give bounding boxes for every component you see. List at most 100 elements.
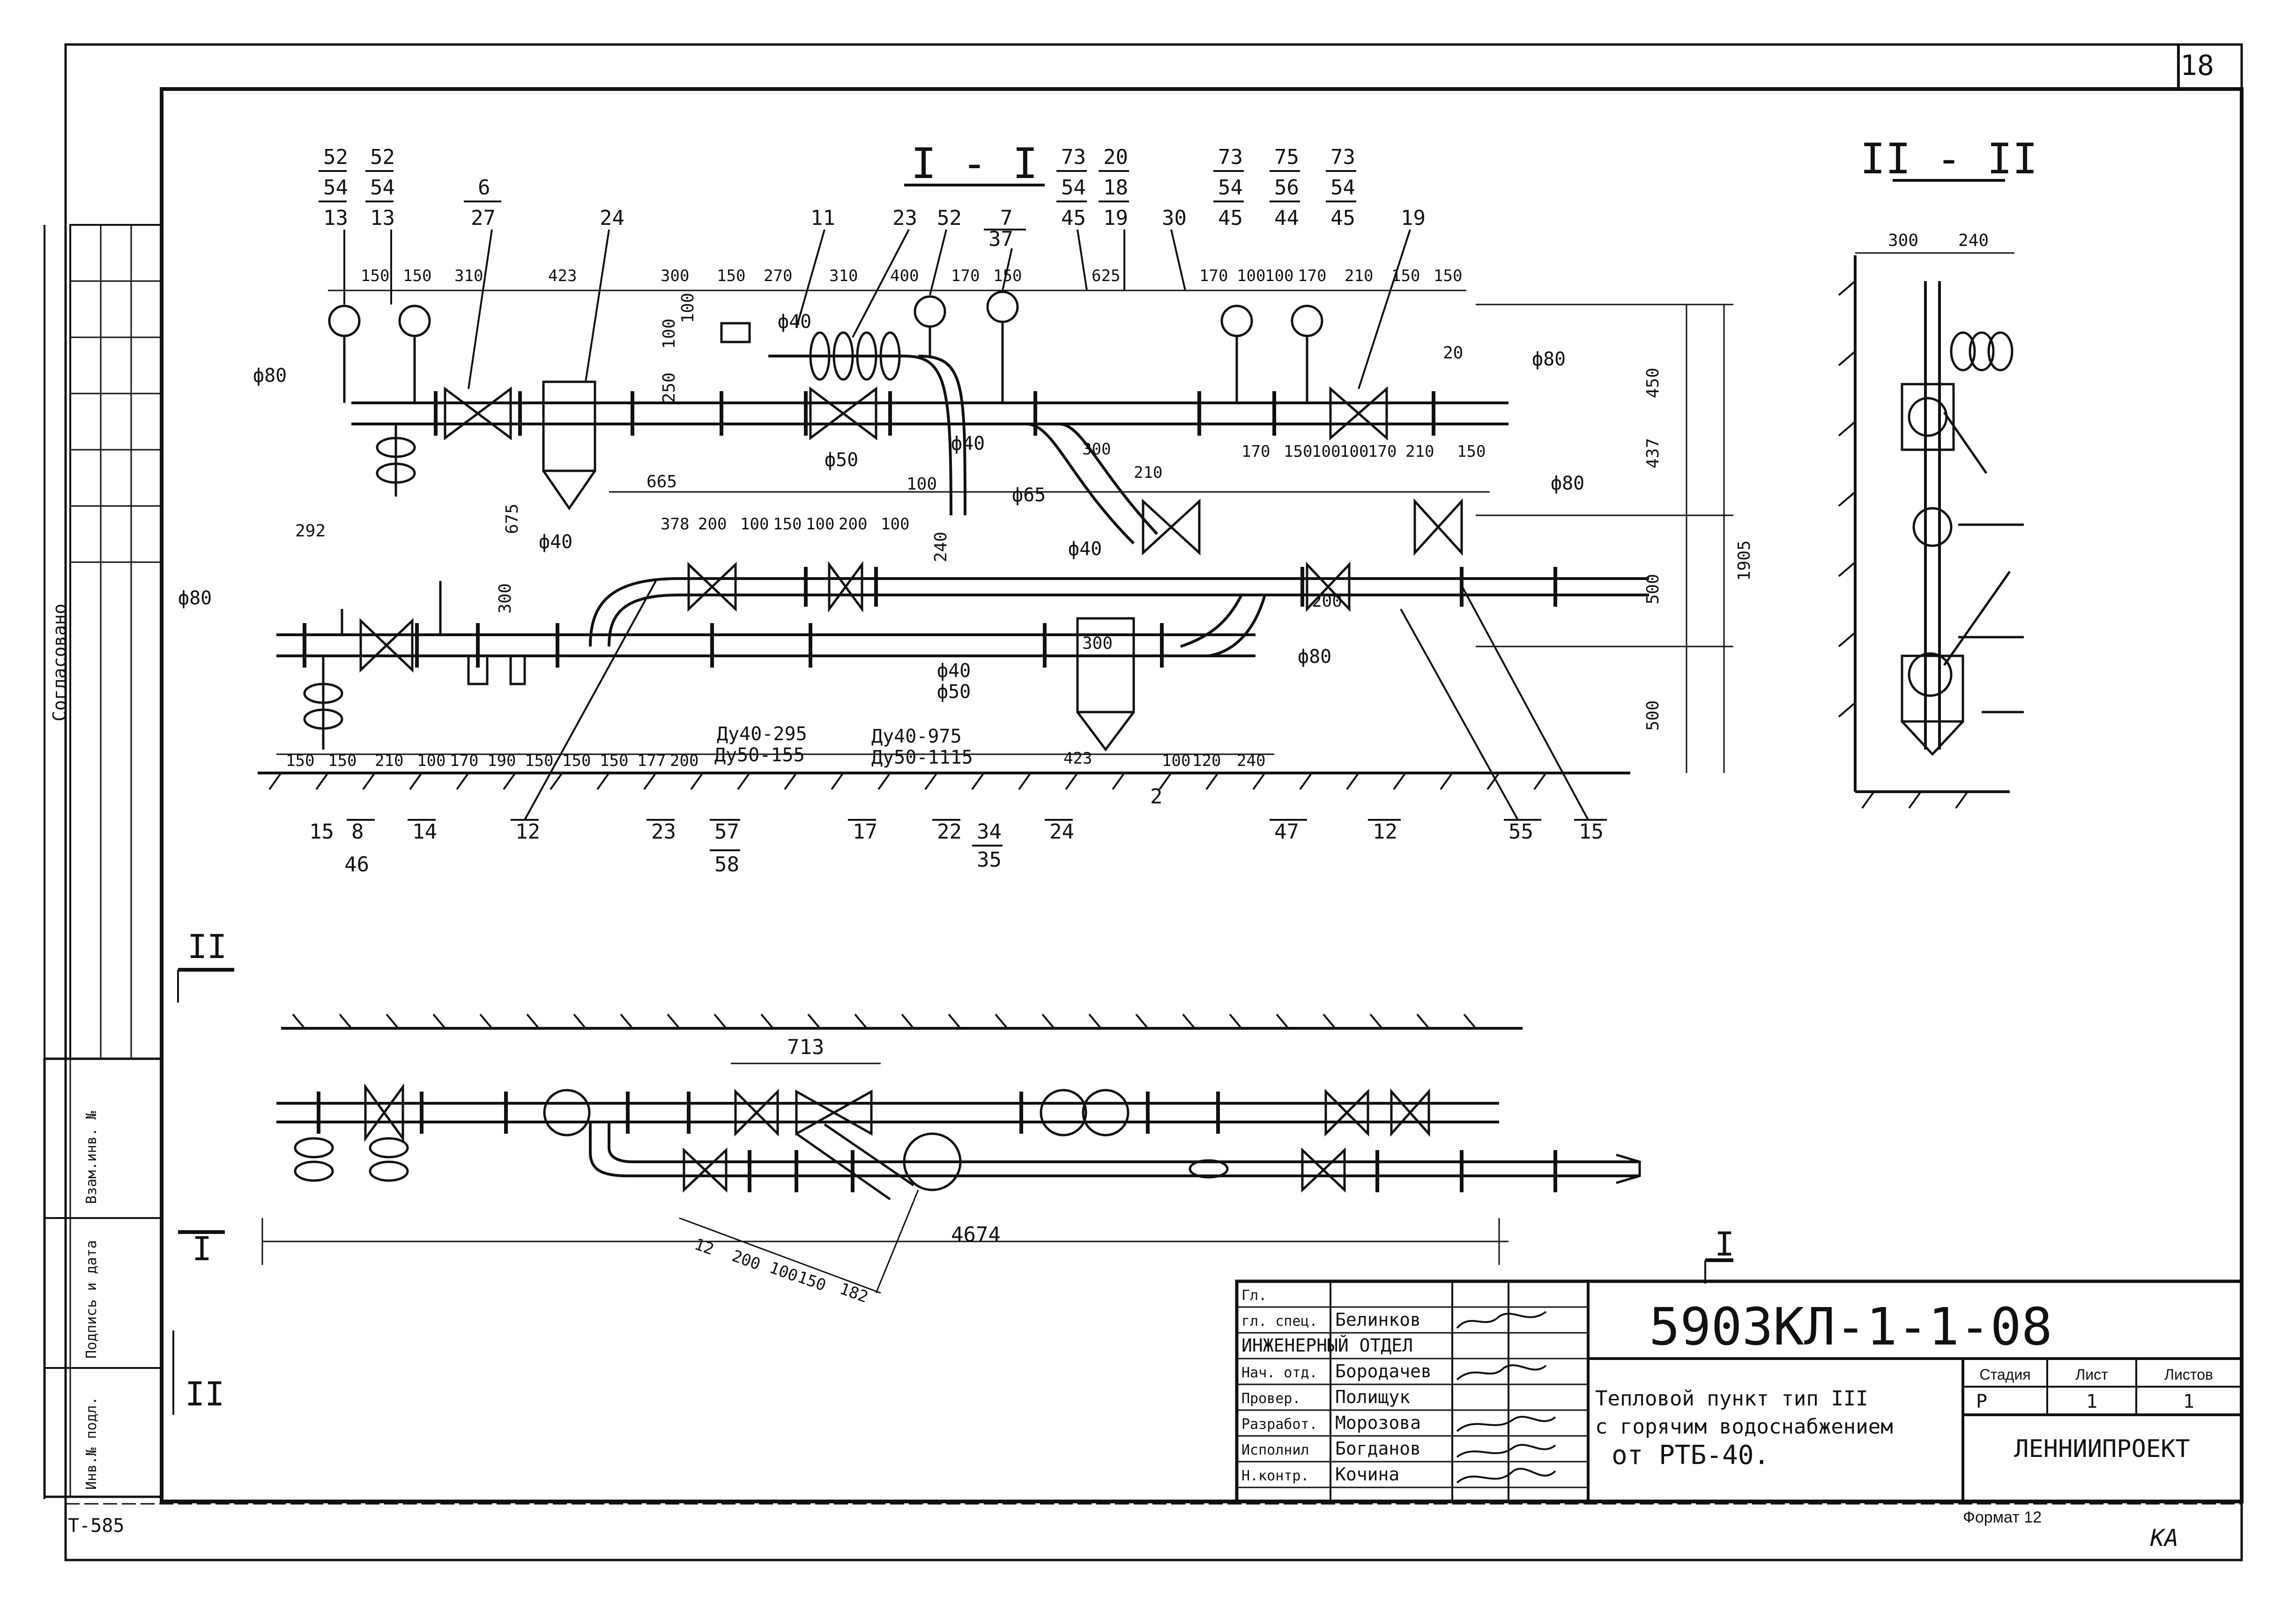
dim-bot-0: 150 [286, 751, 314, 770]
section-mark-ii-bottom: II [185, 1375, 224, 1413]
phi40-heat: ф40 [778, 311, 811, 333]
callout-8a: 7 [1000, 206, 1013, 230]
dim-mid-1: 200 [698, 515, 727, 534]
phi40-upper: ф40 [951, 433, 985, 454]
callout-12b: 54 [1218, 176, 1243, 200]
callout-14a: 73 [1330, 145, 1355, 169]
callout-b1b: 46 [344, 853, 369, 877]
callout-8b: 37 [988, 227, 1013, 251]
callout-12c: 45 [1218, 206, 1243, 230]
dim-bot-10: 200 [670, 751, 698, 770]
callout-leaders [319, 170, 1607, 851]
callout-15: 19 [1401, 206, 1426, 230]
sheets-label: Листов [2164, 1366, 2213, 1383]
callout-b2: 14 [412, 820, 437, 844]
project-title-line-3: от РТБ-40. [1612, 1440, 1769, 1471]
dim-top-9: 170 [951, 267, 980, 285]
dim-top-8: 400 [890, 267, 919, 285]
dim-bot-1: 150 [328, 751, 357, 770]
phi40-mid: ф40 [1068, 538, 1102, 560]
drawing-code: 5903КЛ-1-1-08 [1649, 1297, 2052, 1357]
phi50-upper: ф50 [825, 449, 858, 471]
callout-b5b: 58 [714, 853, 739, 877]
phi80-mid-bottom: ф80 [1298, 646, 1331, 668]
stage-value: Р [1976, 1391, 1987, 1412]
side-label-inv-podl: Инв.№ подл. [83, 1397, 100, 1490]
sheets-total: 1 [2183, 1391, 2194, 1412]
plan-dim-713: 713 [787, 1035, 824, 1059]
callout-9c: 45 [1061, 206, 1086, 230]
section-1-callouts-top: 52 54 13 52 54 13 6 27 24 11 23 52 7 37 … [323, 145, 1426, 251]
dim-bot-8: 150 [600, 751, 628, 770]
callout-b13: 55 [1508, 820, 1533, 844]
callout-12a: 73 [1218, 145, 1243, 169]
dims-mid-row: 378 200 100 150 100 200 100 170 150 100 … [661, 440, 1486, 534]
dim-top-6: 270 [764, 267, 792, 285]
sec2-dim-300: 300 [1888, 231, 1918, 250]
stage-label: Стадия [1979, 1366, 2030, 1383]
role-0: Гл. [1241, 1287, 1267, 1304]
project-title-line-1: Тепловой пункт тип III [1595, 1387, 1868, 1411]
callout-b7: 22 [937, 820, 962, 844]
bottom-code: Т-585 [68, 1515, 124, 1537]
dim-bot-9: 177 [637, 751, 666, 770]
callout-11: 30 [1162, 206, 1187, 230]
callout-1c: 13 [323, 206, 348, 230]
callout-13c: 44 [1274, 206, 1299, 230]
dim-bot-7: 150 [562, 751, 591, 770]
section-1-title: I - I [911, 139, 1038, 188]
dim-top-13: 100 [1237, 267, 1265, 285]
dim-top-11: 625 [1092, 267, 1120, 285]
phi80-left-mid: ф80 [178, 587, 212, 609]
section-2-title: II - II [1860, 134, 2037, 184]
callout-9b: 54 [1061, 176, 1086, 200]
dims-top-row: 150 150 310 423 300 150 270 310 400 170 … [361, 267, 1462, 285]
dim-bot-14: 423 [1063, 749, 1092, 768]
section-2-view: II - II [1838, 134, 2038, 809]
dim-mid-2: 100 [740, 515, 769, 534]
project-title-line-2: с горячим водоснабжением [1595, 1415, 1893, 1439]
dim-right-2: 500 [1643, 574, 1663, 604]
dims-misc: 665 675 292 300 300 240 20 100 200 250 1… [295, 293, 1463, 653]
callout-b4: 23 [651, 820, 676, 844]
callout-10a: 20 [1103, 145, 1128, 169]
signatures [1456, 1311, 1556, 1484]
dim-mid-0: 378 [661, 515, 689, 534]
dy50-1115: Ду50-1115 [871, 747, 973, 768]
phi65: ф65 [1012, 484, 1046, 506]
callout-5: 11 [810, 206, 835, 230]
callout-14c: 45 [1330, 206, 1355, 230]
pipe-diameter-labels: ф80 ф80 ф80 ф80 ф80 ф50 ф50 ф40 ф40 ф40 … [178, 311, 1584, 768]
section-mark-i-right: I [1715, 1225, 1734, 1263]
callout-2b: 54 [370, 176, 395, 200]
callout-2a: 52 [370, 145, 395, 169]
callout-b14: 15 [1579, 820, 1604, 844]
callout-b8b: 35 [977, 848, 1002, 872]
dim-bot-2: 210 [375, 751, 403, 770]
callout-7: 52 [937, 206, 962, 230]
dim-top-10: 150 [993, 267, 1022, 285]
format-label: Формат 12 [1963, 1508, 2042, 1526]
dim-top-4: 300 [661, 267, 689, 285]
dim-20: 20 [1443, 343, 1463, 363]
phi80-left-top: ф80 [253, 365, 287, 386]
dim-665: 665 [646, 472, 677, 491]
callout-b11: 47 [1274, 820, 1299, 844]
callout-10b: 18 [1103, 176, 1128, 200]
dim-top-15: 170 [1298, 267, 1326, 285]
plan-small-0: 12 [692, 1235, 716, 1259]
name-6: Богданов [1335, 1438, 1421, 1459]
side-label-inv-vzam: Взам.инв. № [83, 1111, 100, 1204]
dim-mid-12: 210 [1405, 442, 1434, 461]
dim-mid-14: 210 [1134, 463, 1162, 482]
dim-mid-3: 150 [773, 515, 802, 534]
dim-right-0: 450 [1643, 368, 1663, 398]
phi80-right-mid: ф80 [1551, 473, 1584, 494]
section-2-dims: 300 240 [1888, 231, 1989, 250]
dim-mid-7: 170 [1241, 442, 1270, 461]
dim-300b: 300 [1082, 634, 1113, 653]
plan-dim-4674: 4674 [951, 1223, 1001, 1247]
name-5: Морозова [1335, 1412, 1421, 1433]
dim-mid-15: 300 [1082, 440, 1111, 459]
